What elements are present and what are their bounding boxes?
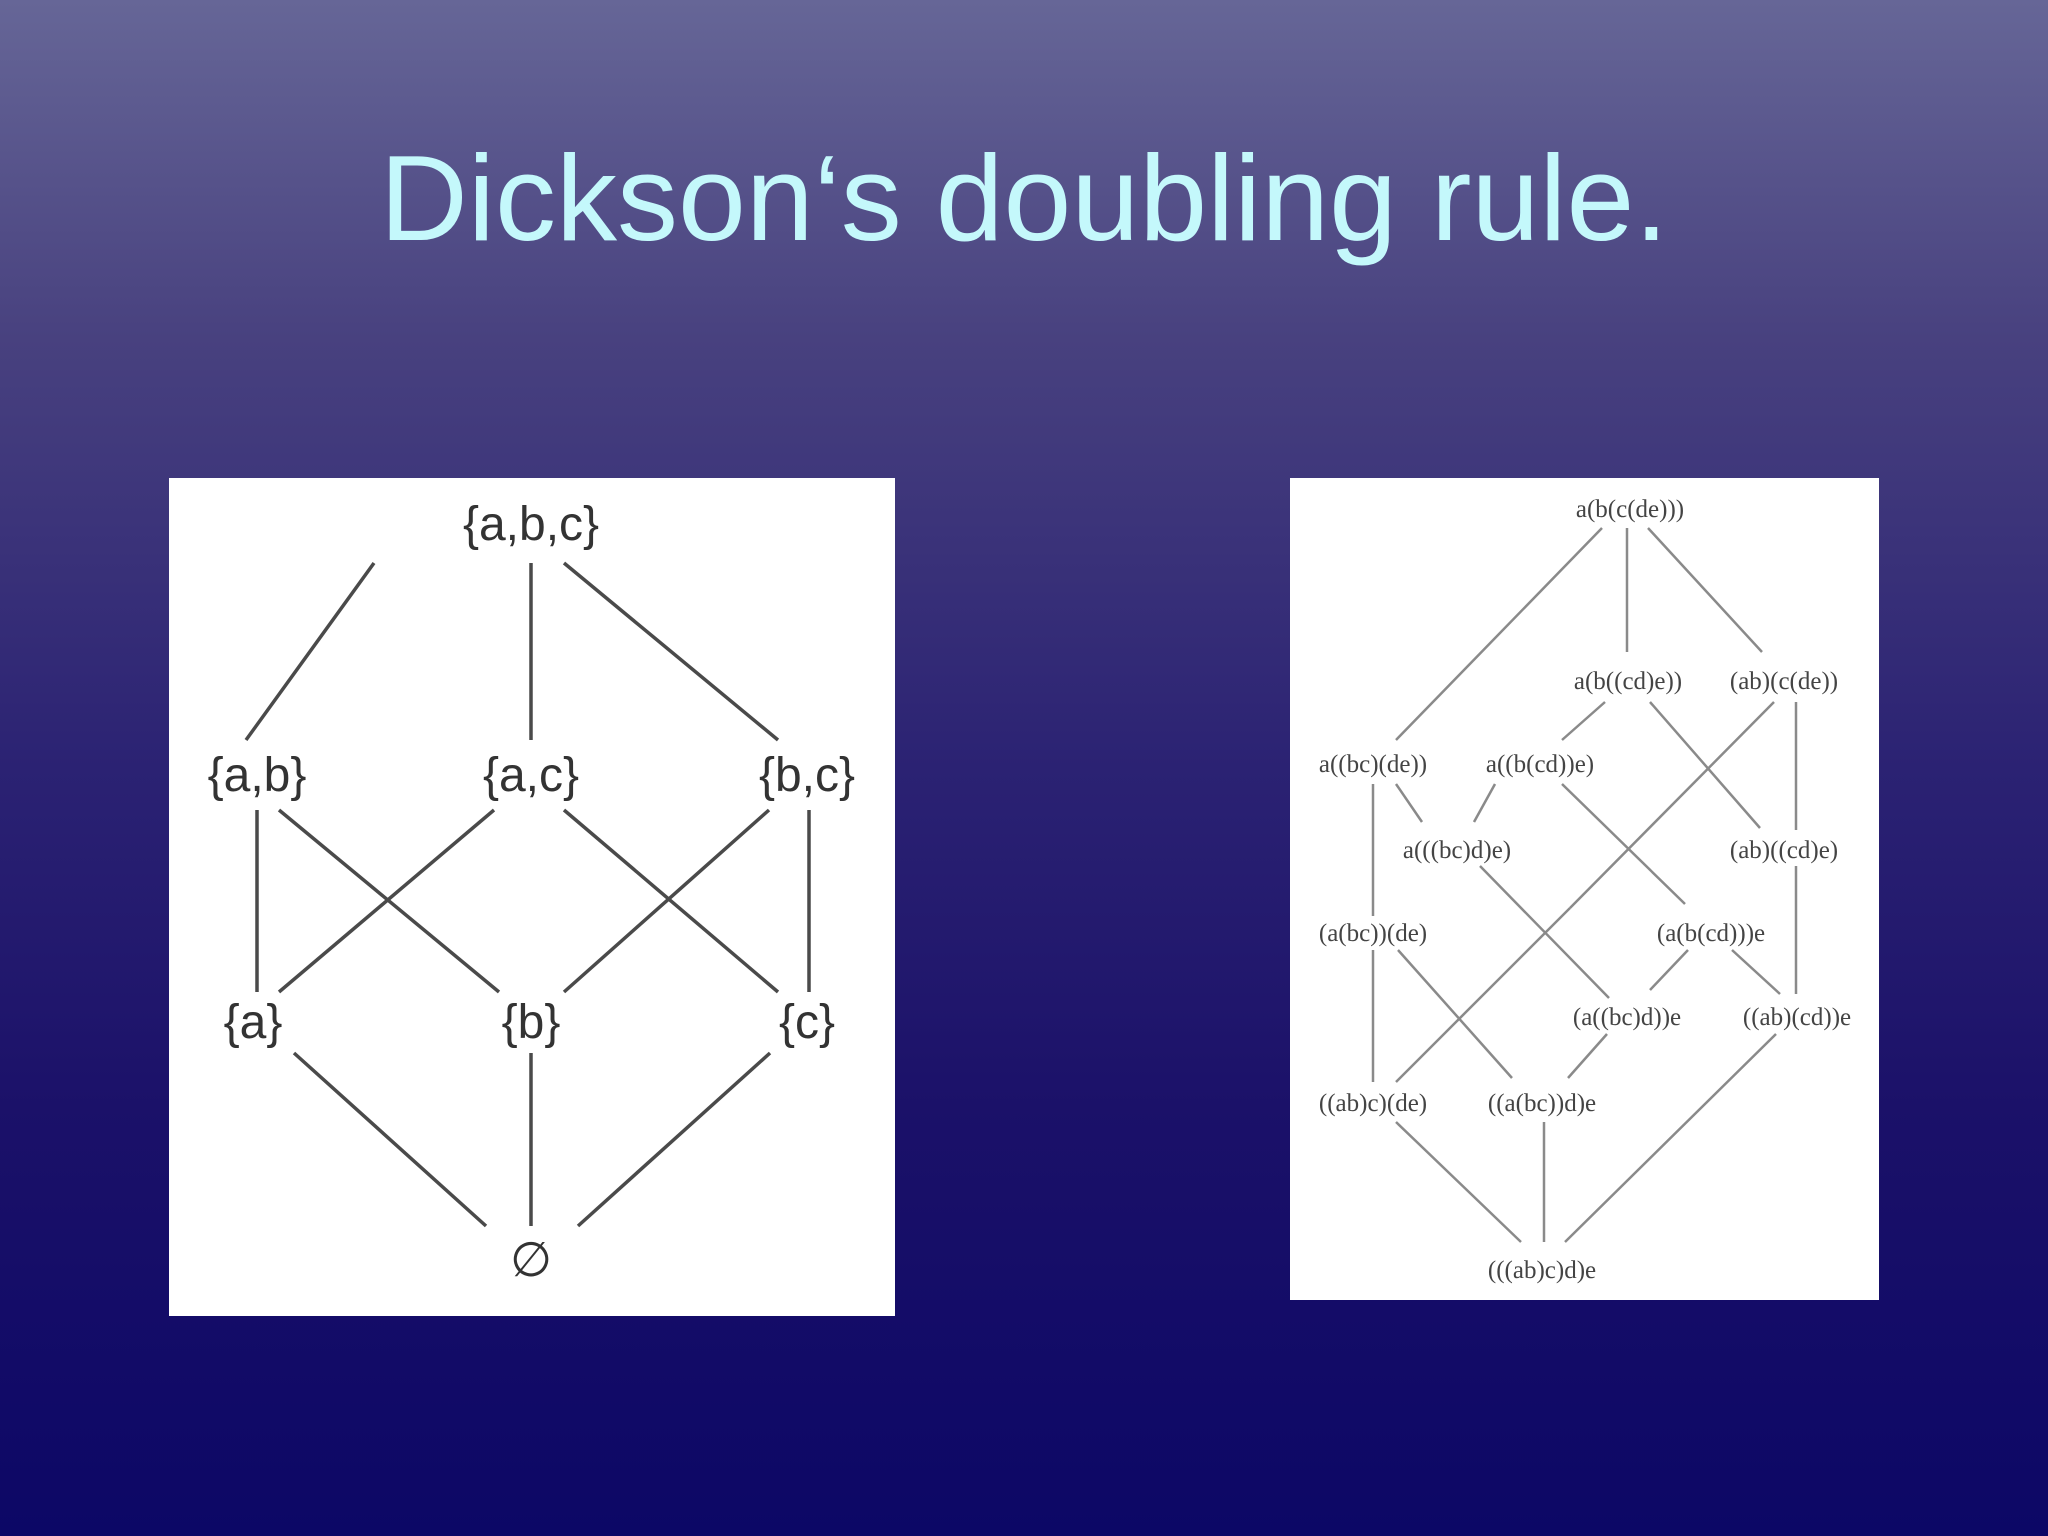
node-ab-c-de: (ab)(c(de)) (1730, 668, 1838, 695)
edge (1647, 527, 1763, 653)
edge (1395, 907, 1571, 1083)
node-a-b-cd-e-3: (a(b(cd)))e (1657, 920, 1765, 947)
node-a-bc-de-2: (a(bc))(de) (1319, 920, 1427, 947)
node-ac: {a,c} (483, 749, 579, 802)
node-a-b-cd-e: a(b((cd)e)) (1574, 668, 1682, 695)
edge (1567, 1033, 1608, 1079)
bracketing-lattice-edges (1371, 527, 1798, 1243)
node-b: {b} (502, 996, 561, 1049)
node-ab-c-de-2: ((ab)c)(de) (1319, 1090, 1427, 1117)
node-a-b-cd-e-2: a((b(cd))e) (1486, 751, 1594, 778)
edge (1649, 949, 1689, 991)
node-a-bc-d-e: a(((bc)d)e) (1403, 837, 1511, 864)
bracketing-lattice-diagram: a(b(c(de))) a(b((cd)e)) (ab)(c(de)) a((b… (1290, 478, 1879, 1300)
edge (1564, 1033, 1777, 1243)
node-c: {c} (779, 996, 835, 1049)
node-ab: {a,b} (208, 749, 307, 802)
subset-lattice-diagram: {a,b,c} {a,b} {a,c} {b,c} {a} {b} {c} ∅ (169, 478, 895, 1316)
node-abc: {a,b,c} (463, 498, 599, 551)
edge (1395, 527, 1603, 741)
node-ab-cd-e: (ab)((cd)e) (1730, 837, 1838, 864)
node-a-bc-d-e-2: (a((bc)d))e (1573, 1004, 1681, 1031)
node-empty-set: ∅ (510, 1234, 552, 1287)
subset-lattice-edges (244, 561, 811, 1228)
node-a: {a} (224, 996, 283, 1049)
subset-lattice-svg: {a,b,c} {a,b} {a,c} {b,c} {a} {b} {c} ∅ (208, 498, 855, 1287)
edge (562, 808, 780, 994)
bracketing-lattice-svg: a(b(c(de))) a(b((cd)e)) (ab)(c(de)) a((b… (1319, 496, 1851, 1284)
edge (1561, 783, 1686, 905)
edge (1731, 949, 1781, 995)
edge (277, 808, 496, 994)
node-a-bc-de: a((bc)(de)) (1319, 751, 1427, 778)
edge (1395, 1121, 1522, 1243)
slide-title: Dickson‘s doubling rule. (379, 130, 1669, 266)
edge (562, 561, 780, 742)
node-ab-cd-e-2: ((ab)(cd))e (1743, 1004, 1851, 1031)
edge (562, 808, 771, 994)
edge (1394, 783, 1424, 823)
node-ab-c-d-e: (((ab)c)d)e (1488, 1257, 1596, 1284)
edge (244, 561, 376, 742)
edge (1397, 949, 1513, 1079)
edge (292, 1051, 488, 1228)
node-bc: {b,c} (759, 749, 855, 802)
edge (1472, 783, 1497, 823)
node-a-bc-d-e-3: ((a(bc))d)e (1488, 1090, 1596, 1117)
edge (1649, 701, 1761, 829)
edge (576, 1051, 772, 1228)
edge (1569, 701, 1775, 909)
edge (1561, 701, 1606, 741)
node-a-b-c-de: a(b(c(de))) (1576, 496, 1684, 523)
